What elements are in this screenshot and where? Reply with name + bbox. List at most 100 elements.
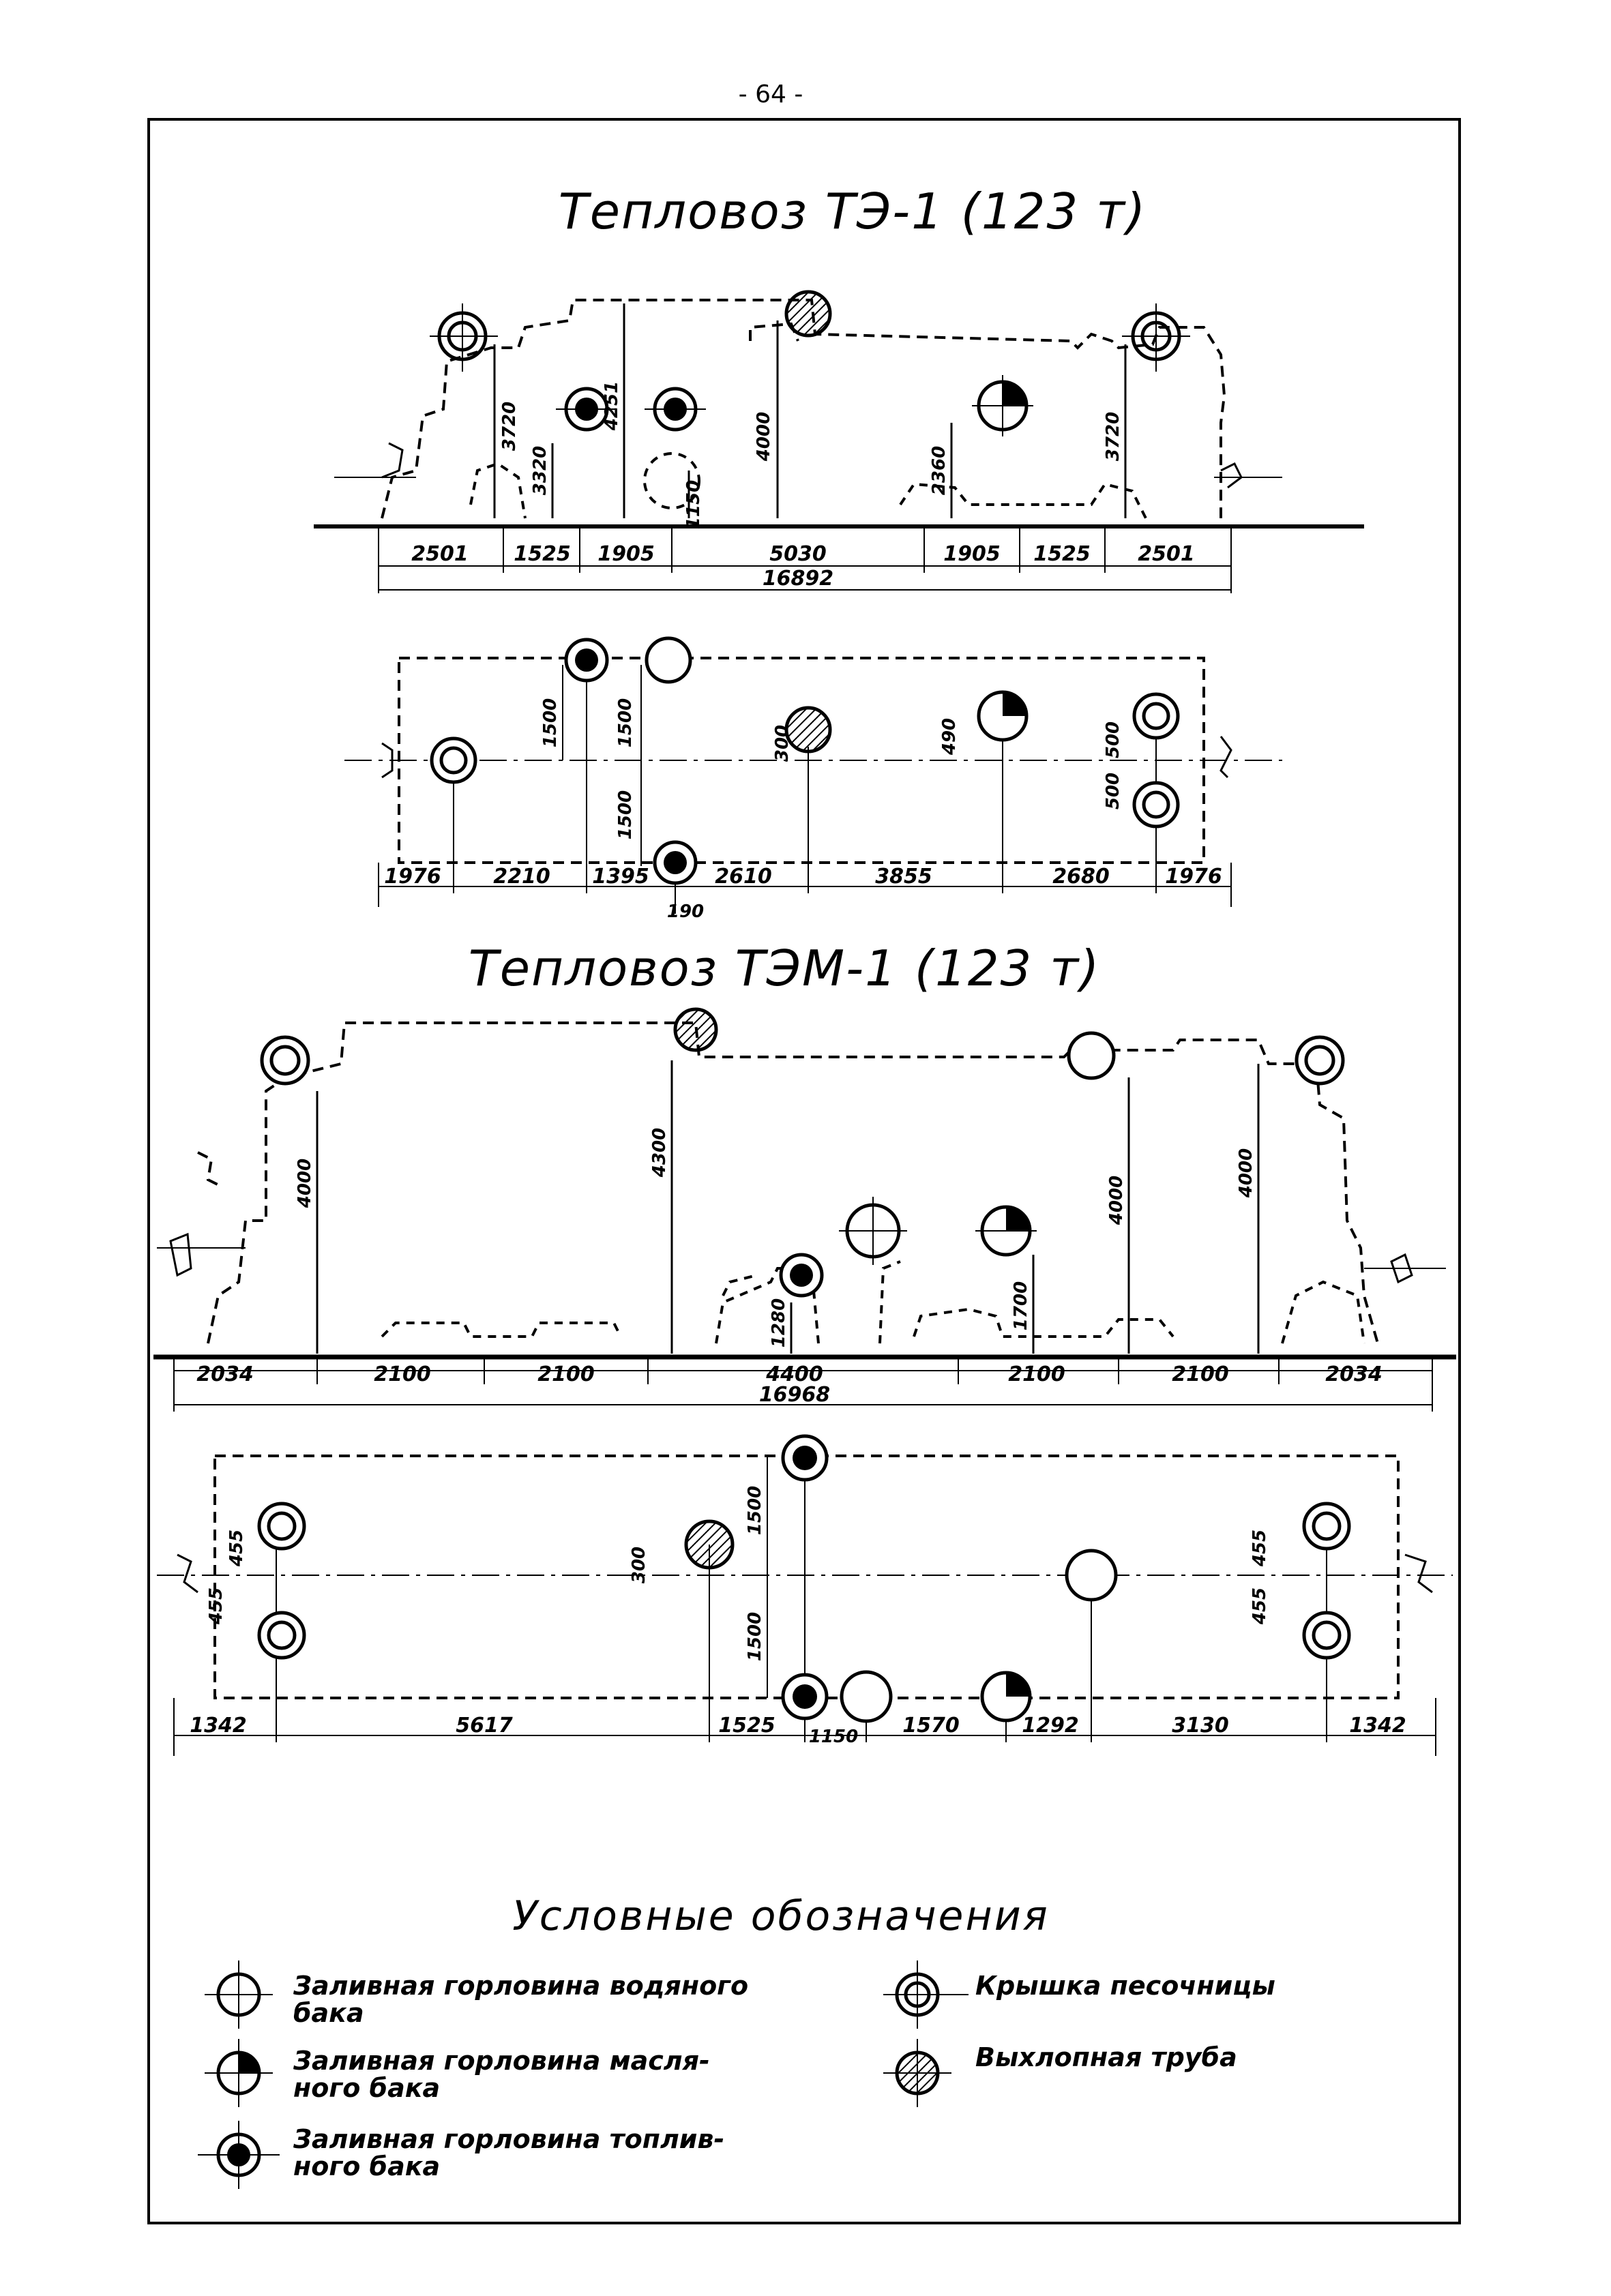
sandbox-lid-icon <box>1122 303 1190 372</box>
water-tank-icon <box>205 1960 273 2029</box>
tem1-plan-symbols <box>257 1434 1351 1723</box>
dim-label: 2034 <box>1325 1362 1383 1386</box>
dim-label: 1150 <box>809 1727 858 1747</box>
water-tank-icon <box>839 1197 907 1265</box>
te1-title: Тепловоз ТЭ-1 (123 т) <box>559 183 1147 240</box>
sandbox-lid-icon <box>257 1611 306 1660</box>
legend-item-label: Заливная горловина топлив- <box>293 2124 724 2154</box>
water-tank-icon <box>1065 1549 1118 1602</box>
dim-label: 455 <box>1250 1530 1270 1567</box>
dim-label: 500 <box>1103 721 1123 758</box>
dim-label: 1525 <box>1033 542 1091 566</box>
exhaust-pipe-icon <box>784 290 832 338</box>
dim-label: 455 <box>206 1587 226 1625</box>
dim-label: 3720 <box>499 402 520 451</box>
dim-label: 1342 <box>190 1714 247 1738</box>
dim-label: 3855 <box>875 865 932 889</box>
dim-label: 2100 <box>537 1362 595 1386</box>
dim-label: 4000 <box>1236 1148 1256 1198</box>
tem1-side-dimensions: 4000 4300 1280 1700 4000 4000 2034 2100 … <box>196 1128 1383 1407</box>
dim-label: 16892 <box>763 567 833 591</box>
dim-label: 1292 <box>1022 1714 1079 1738</box>
sandbox-lid-icon <box>257 1502 306 1551</box>
tem1-title: Тепловоз ТЭМ-1 (123 т) <box>469 940 1101 997</box>
legend-item-label: ного бака <box>293 2151 440 2181</box>
te1-side-dimensions: 3720 3320 4251 1150 4000 2360 3720 2501 … <box>411 381 1195 591</box>
water-tank-icon <box>1067 1031 1116 1080</box>
dim-label: 2610 <box>715 865 772 889</box>
dim-label: 2680 <box>1052 865 1110 889</box>
dim-label: 1150 <box>683 480 704 529</box>
dim-label: 1342 <box>1349 1714 1406 1738</box>
dim-label: 4000 <box>754 412 774 462</box>
dim-label: 1700 <box>1011 1281 1031 1330</box>
dim-label: 4300 <box>649 1128 670 1178</box>
fuel-tank-icon <box>645 387 706 432</box>
dim-label: 4251 <box>602 381 622 431</box>
dim-label: 3720 <box>1103 412 1123 461</box>
sandbox-lid-icon <box>1302 1502 1351 1551</box>
sandbox-lid-icon <box>1295 1035 1345 1086</box>
oil-tank-icon <box>205 2039 273 2107</box>
dim-label: 2501 <box>1138 542 1195 566</box>
dim-label: 1976 <box>384 865 441 889</box>
dim-label: 1280 <box>769 1298 789 1347</box>
dim-label: 1395 <box>592 865 649 889</box>
fuel-tank-icon <box>653 840 698 885</box>
page-frame <box>147 118 1461 2224</box>
dim-label: 1570 <box>902 1714 960 1738</box>
oil-tank-icon <box>975 1205 1037 1257</box>
fuel-tank-icon <box>198 2121 280 2189</box>
sandbox-lid-icon <box>430 736 477 784</box>
exhaust-pipe-icon <box>784 706 832 754</box>
oil-tank-icon <box>972 375 1033 436</box>
fuel-tank-icon <box>564 638 609 683</box>
dim-label: 1500 <box>615 698 636 747</box>
dim-label: 190 <box>667 901 704 922</box>
dim-label: 300 <box>772 725 793 762</box>
water-tank-icon <box>645 636 692 684</box>
dim-label: 1976 <box>1165 865 1222 889</box>
dim-label: 2100 <box>1172 1362 1229 1386</box>
exhaust-pipe-icon <box>673 1007 718 1052</box>
sandbox-lid-icon <box>430 303 498 372</box>
dim-label: 1905 <box>597 542 655 566</box>
dim-label: 5617 <box>456 1714 513 1738</box>
legend-item-label: Заливная горловина водяного <box>293 1971 748 2001</box>
dim-label: 2360 <box>929 446 949 495</box>
dim-label: 1500 <box>615 790 636 839</box>
dim-label: 300 <box>629 1547 649 1583</box>
sandbox-lid-icon <box>260 1035 310 1086</box>
te1-plan-symbols <box>430 636 1180 885</box>
fuel-tank-icon <box>781 1673 829 1720</box>
dim-label: 4000 <box>1106 1176 1127 1225</box>
exhaust-pipe-icon <box>883 2039 951 2107</box>
dim-label: 455 <box>226 1530 247 1567</box>
dim-label: 4000 <box>295 1159 315 1208</box>
legend: Заливная горловина водяного бака Заливна… <box>198 1960 1275 2189</box>
dim-label: 490 <box>939 718 960 756</box>
page-number: - 64 - <box>739 80 803 108</box>
dim-label: 1500 <box>745 1612 765 1661</box>
te1-plan-view <box>344 657 1282 914</box>
sandbox-lid-icon <box>883 1960 969 2029</box>
dim-label: 3320 <box>530 446 550 495</box>
legend-item-label: Заливная горловина масля- <box>293 2046 710 2076</box>
dim-label: 1500 <box>540 698 561 747</box>
water-tank-icon <box>840 1670 893 1723</box>
legend-title: Условные обозначения <box>512 1892 1050 1940</box>
dim-label: 1500 <box>745 1486 765 1535</box>
te1-side-view <box>314 299 1364 593</box>
fuel-tank-icon <box>781 1434 829 1482</box>
oil-tank-icon <box>980 1671 1032 1723</box>
dim-label: 4400 <box>765 1362 823 1386</box>
dim-label: 2501 <box>411 542 469 566</box>
dim-label: 1525 <box>718 1714 775 1738</box>
sandbox-lid-icon <box>1302 1611 1351 1660</box>
te1-plan-dimensions: 1500 1500 1500 300 490 500 500 1976 2210… <box>384 698 1222 922</box>
dim-label: 3130 <box>1172 1714 1229 1738</box>
tem1-side-view <box>153 1022 1456 1412</box>
legend-item-label: бака <box>293 1998 364 2028</box>
dim-label: 2100 <box>1008 1362 1065 1386</box>
